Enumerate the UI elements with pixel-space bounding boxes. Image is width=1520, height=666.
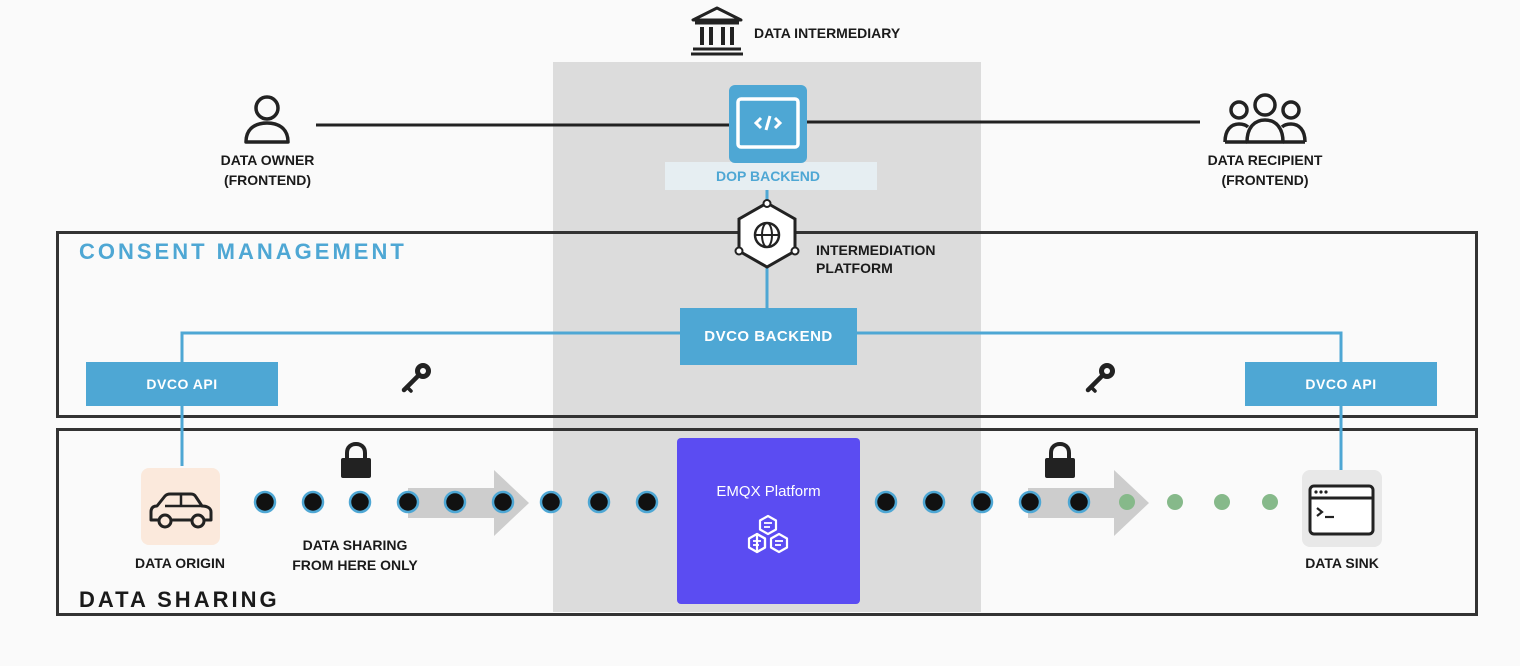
lock-icon (1042, 442, 1078, 480)
data-sharing-title: DATA SHARING (79, 587, 280, 612)
data-owner-line2: (FRONTEND) (223, 172, 312, 188)
data-recipient-line1: DATA RECIPIENT (1207, 152, 1323, 168)
intermediation-line2: PLATFORM (816, 260, 893, 276)
key-icon (1084, 360, 1118, 394)
lock-icon (338, 442, 374, 480)
terminal-icon (1302, 470, 1382, 547)
data-intermediary-label: DATA INTERMEDIARY (754, 25, 901, 41)
dvco-api-right-box: DVCO API (1245, 362, 1437, 406)
data-sharing-note: DATA SHARING FROM HERE ONLY (270, 535, 440, 575)
data-recipient-label: DATA RECIPIENT (FRONTEND) (1185, 150, 1345, 190)
emqx-platform-title: EMQX Platform (716, 483, 821, 500)
data-sharing-note-line1: DATA SHARING (302, 537, 408, 553)
code-icon (729, 85, 807, 163)
intermediation-platform-label: INTERMEDIATION PLATFORM (816, 241, 936, 277)
globe-icon (733, 199, 801, 271)
data-sink-label: DATA SINK (1305, 555, 1379, 571)
data-sharing-frame (56, 428, 1478, 616)
dvco-api-left-box: DVCO API (86, 362, 278, 406)
data-recipient-line2: (FRONTEND) (1221, 172, 1309, 188)
dop-backend-label: DOP BACKEND (716, 168, 820, 184)
data-owner-line1: DATA OWNER (220, 152, 315, 168)
car-icon (141, 468, 220, 545)
key-icon (400, 360, 434, 394)
bank-icon (690, 6, 744, 56)
users-icon (1222, 92, 1308, 146)
dvco-backend-box: DVCO BACKEND (680, 308, 857, 365)
arrow-right-icon (408, 470, 530, 536)
emqx-platform-box: EMQX Platform (677, 438, 860, 604)
data-owner-label: DATA OWNER (FRONTEND) (190, 150, 345, 190)
hexagon-cluster-icon (743, 514, 793, 562)
data-origin-label: DATA ORIGIN (135, 555, 225, 571)
user-icon (242, 94, 292, 146)
dop-backend-glow (665, 162, 877, 190)
data-sharing-note-line2: FROM HERE ONLY (292, 557, 418, 573)
intermediation-line1: INTERMEDIATION (816, 242, 936, 258)
consent-management-title: CONSENT MANAGEMENT (79, 239, 407, 264)
